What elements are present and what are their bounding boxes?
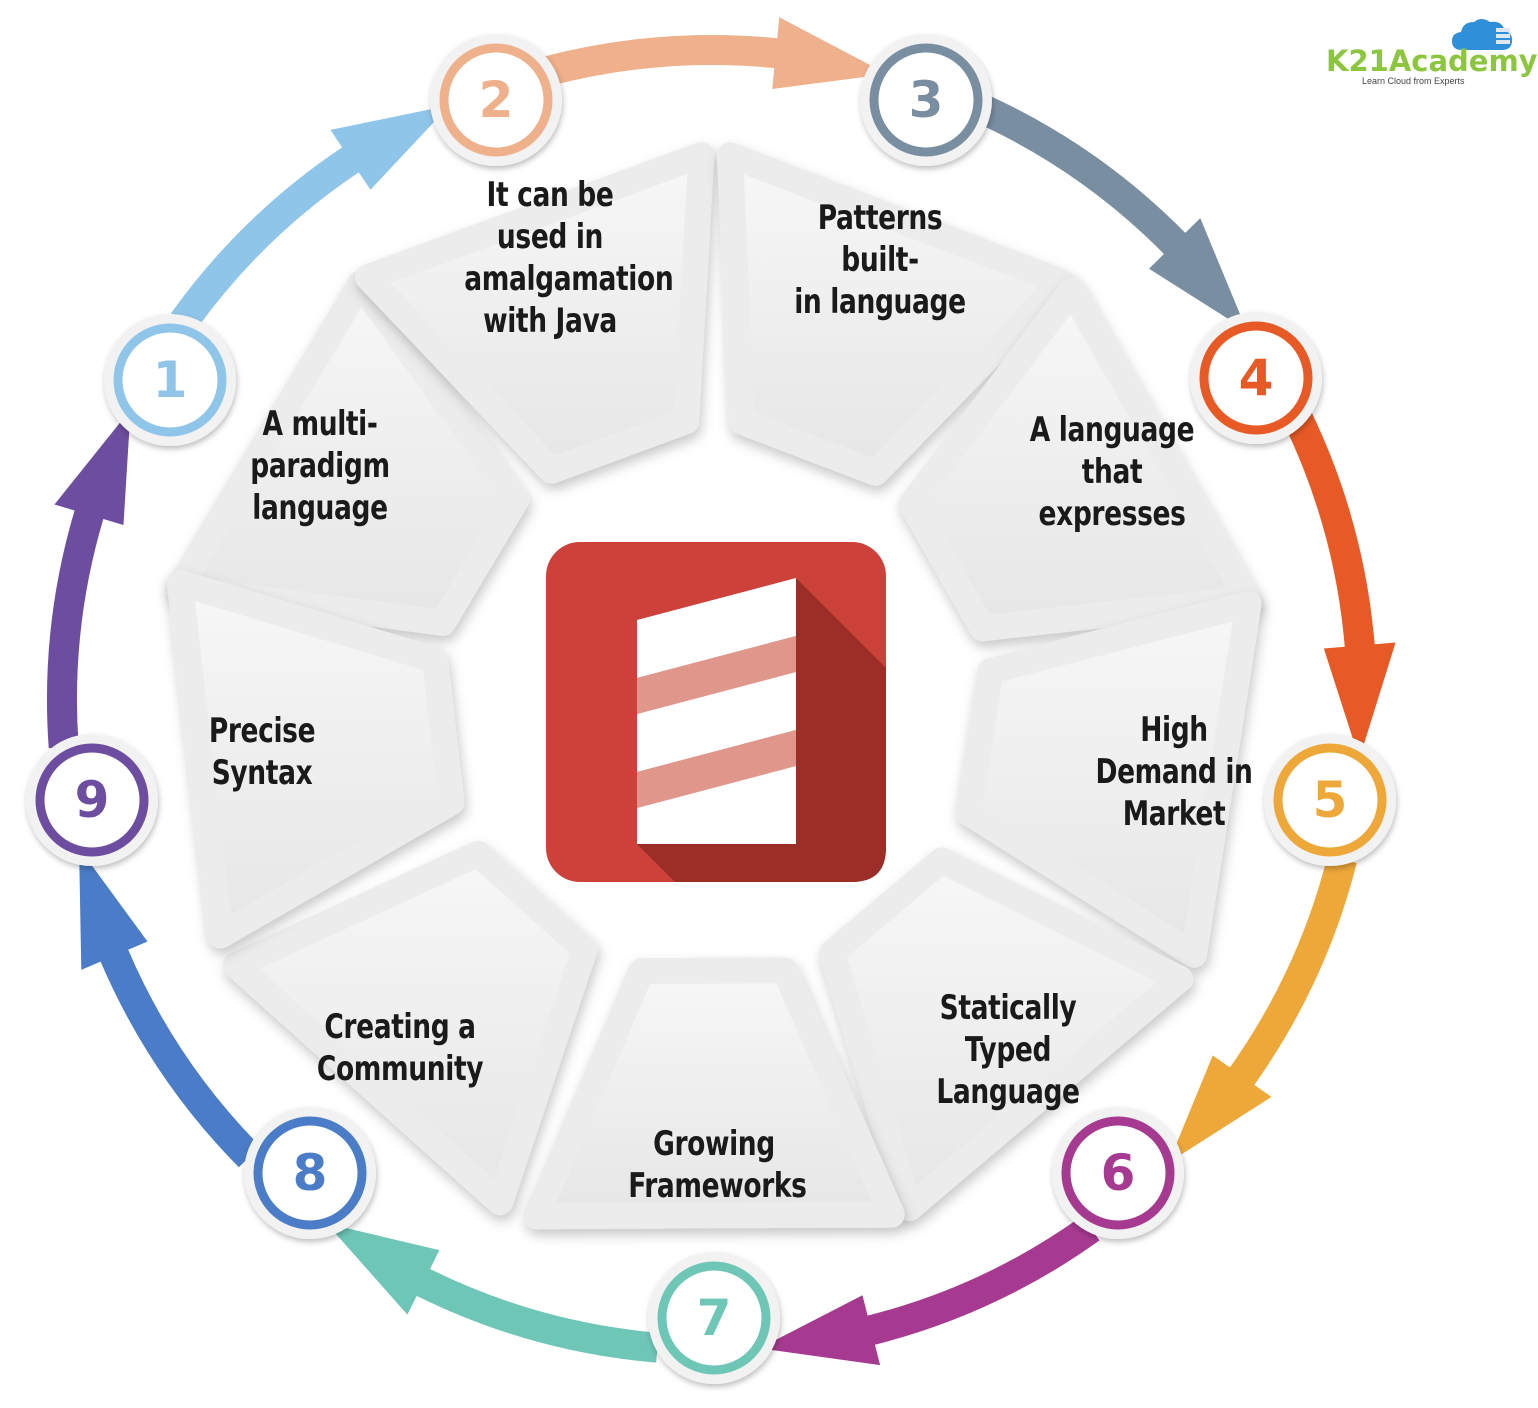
arrow-segment-2 (542, 17, 888, 89)
step-badge-8 (244, 1107, 376, 1239)
scala-logo-icon (546, 542, 886, 882)
step-label-3: Patterns built- in language (794, 198, 966, 322)
step-badge-5 (1264, 734, 1396, 866)
arrow-segment-9 (47, 409, 131, 749)
brand-logo: K21Academy Learn Cloud from Experts (1326, 14, 1538, 94)
logo-ribbon-1 (637, 636, 796, 714)
step-label-2: It can be used in amalgamation with Java (464, 175, 674, 341)
step-label-9: Precise Syntax (208, 711, 316, 793)
logo-bottom-band (637, 766, 796, 844)
step-label-5: High Demand in Market (1095, 710, 1253, 834)
step-label-7: Growing Frameworks (628, 1124, 807, 1206)
step-badge-6 (1052, 1107, 1184, 1239)
step-number-2: 2 (478, 71, 514, 129)
step-number-3: 3 (908, 71, 944, 129)
arrow-segment-7 (326, 1223, 659, 1363)
feature-card-9 (166, 569, 465, 949)
step-number-6: 6 (1100, 1144, 1136, 1202)
brand-name: K21Academy (1326, 44, 1538, 78)
step-badge-2 (430, 34, 562, 166)
step-number-8: 8 (292, 1144, 328, 1202)
step-label-4: A language that expresses (1029, 410, 1195, 534)
logo-middle-band (637, 672, 796, 772)
step-number-5: 5 (1312, 771, 1348, 829)
step-number-4: 4 (1238, 349, 1274, 407)
step-number-7: 7 (696, 1289, 732, 1347)
step-label-6: Statically Typed Language (936, 988, 1080, 1112)
step-label-8: Creating a Community (316, 1007, 484, 1089)
brand-tagline: Learn Cloud from Experts (1362, 76, 1465, 86)
arrow-segment-4 (1284, 412, 1396, 759)
feature-card-7 (523, 957, 905, 1230)
step-badge-3 (860, 34, 992, 166)
arrow-ring (47, 17, 1396, 1366)
logo-shadow (637, 578, 886, 882)
arrow-segment-3 (976, 95, 1247, 331)
feature-card-5 (955, 591, 1262, 968)
arrow-segment-8 (79, 848, 261, 1168)
step-label-1: A multi- paradigm language (250, 404, 390, 528)
step-badge-9 (26, 734, 158, 866)
arrow-segment-1 (171, 105, 450, 331)
step-badge-7 (648, 1252, 780, 1384)
feature-card-6 (819, 847, 1194, 1222)
arrow-segment-6 (759, 1216, 1100, 1366)
arrow-segment-5 (1168, 855, 1357, 1163)
logo-ribbon-2 (637, 730, 796, 808)
feature-card-8 (222, 840, 598, 1216)
number-badges (26, 34, 1396, 1384)
step-number-9: 9 (74, 771, 110, 829)
card-ring (165, 142, 1262, 1230)
step-badge-1 (104, 314, 236, 446)
logo-top-band (637, 578, 796, 678)
step-number-1: 1 (152, 351, 188, 409)
cloud-icon (1452, 19, 1513, 50)
feature-card-3 (717, 142, 1075, 486)
feature-card-2 (355, 142, 715, 484)
step-badge-4 (1190, 312, 1322, 444)
